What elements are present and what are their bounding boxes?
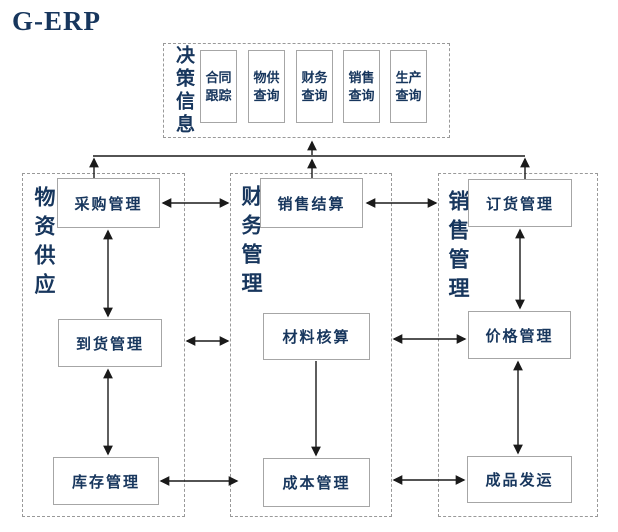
decision-item-production-query: 生产 查询: [390, 50, 427, 123]
box-material-accounting: 材料核算: [263, 313, 370, 360]
box-finished-goods-shipping: 成品发运: [467, 456, 572, 503]
box-order-management: 订货管理: [468, 179, 572, 227]
box-arrival-management: 到货管理: [58, 319, 162, 367]
decision-item-sales-query: 销售 查询: [343, 50, 380, 123]
column-label-material-supply: 物资供应: [32, 186, 55, 302]
decision-panel-label: 决策信息: [173, 45, 194, 137]
box-sales-settlement: 销售结算: [260, 178, 363, 228]
decision-item-finance-query: 财务 查询: [296, 50, 333, 123]
box-purchase-management: 采购管理: [57, 178, 160, 228]
decision-item-supply-query: 物供 查询: [248, 50, 285, 123]
box-inventory-management: 库存管理: [53, 457, 159, 505]
box-cost-management: 成本管理: [263, 458, 370, 507]
box-price-management: 价格管理: [468, 311, 571, 359]
column-label-sales-management: 销售管理: [446, 190, 469, 306]
decision-item-contract-tracking: 合同 跟踪: [200, 50, 237, 123]
diagram-title: G-ERP: [12, 6, 101, 36]
column-label-finance-management: 财务管理: [239, 185, 262, 301]
